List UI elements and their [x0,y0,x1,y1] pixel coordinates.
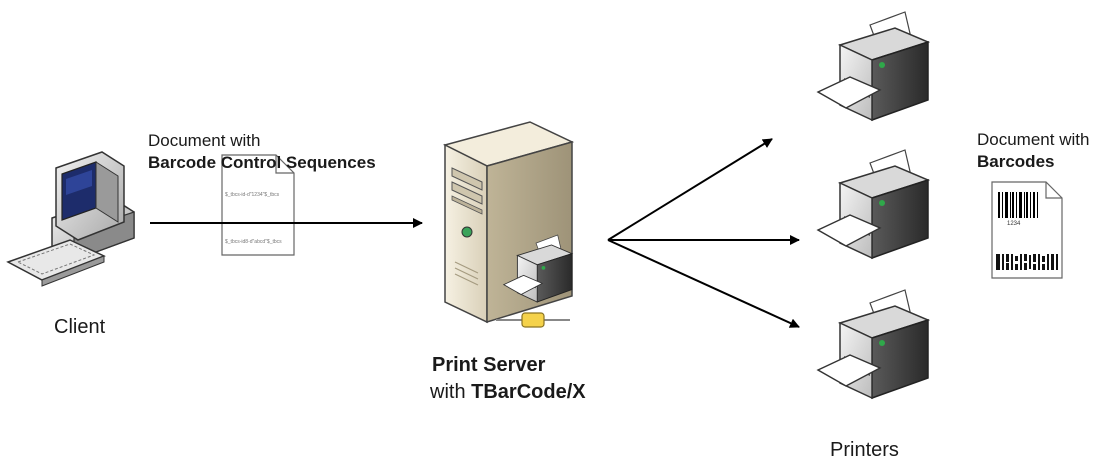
arrow-to-printer-1 [607,138,773,241]
control-sequence-1: $_tbcs-id-d"1234"$_tbcs [225,192,280,198]
printer-2-icon [817,149,929,259]
printer-3-icon [817,289,929,399]
print-server-product-name: TBarCode/X [471,381,586,403]
control-sequence-2: $_tbcs-id8-d"abcd"$_tbcs [225,239,282,245]
input-document-caption-line2: Barcode Control Sequences [148,153,376,172]
print-server-icon [442,121,575,328]
client-label: Client [54,316,106,338]
print-server-title: Print Server [432,354,546,376]
printer-1-icon [817,11,929,121]
barcode-human-readable: 1234 [1007,221,1021,227]
printers-label: Printers [830,439,899,461]
output-document-caption-line1: Document with [977,130,1090,149]
print-server-subtitle-prefix: with [430,381,472,403]
server-to-printers-arrows [607,138,800,328]
arrow-to-printer-3 [607,239,800,328]
input-document-icon: $_tbcs-id-d"1234"$_tbcs $_tbcs-id8-d"abc… [221,154,295,256]
output-document-icon: 1234 [991,181,1063,279]
output-document-caption-line2: Barcodes [977,152,1055,171]
linear-barcode-icon [998,192,1038,218]
print-server-subtitle: with TBarCode/X [430,381,586,403]
stacked-barcode-icon [996,254,1058,270]
client-computer-icon [6,151,135,287]
input-document-caption-line1: Document with [148,131,261,150]
